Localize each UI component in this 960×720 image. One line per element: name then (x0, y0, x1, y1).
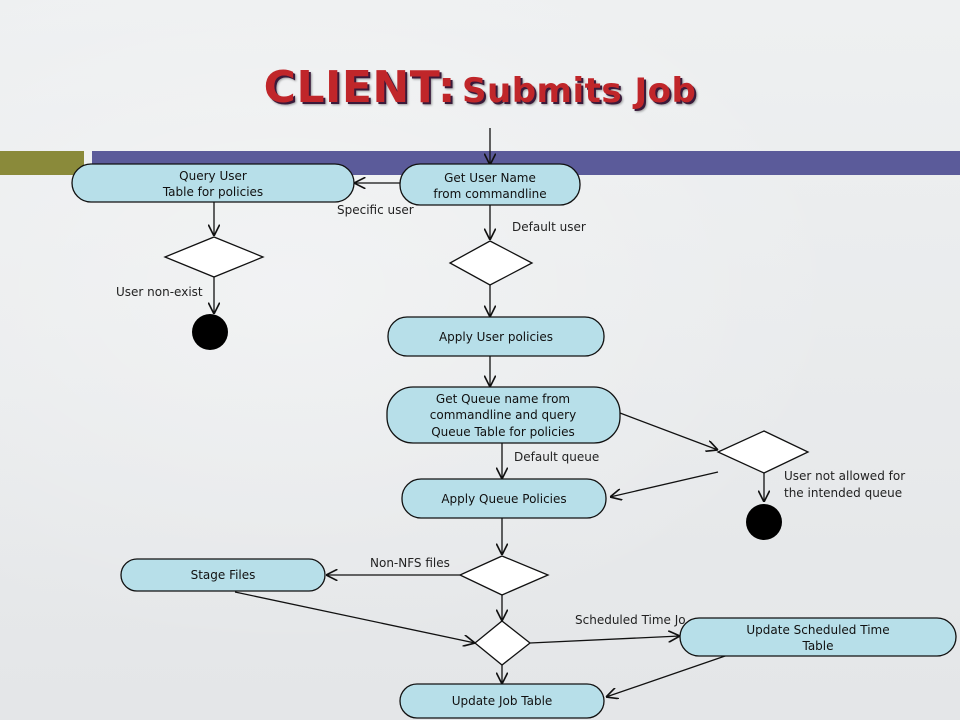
node-update-sched (679, 617, 957, 657)
title-part2: Submits Job (462, 71, 697, 111)
title-part1: CLIENT: (263, 62, 456, 113)
node-get-user-label-2: from commandline (433, 187, 546, 201)
node-update-sched-label-1: Update Scheduled Time (746, 623, 889, 637)
node-update-sched-label-2: Table (801, 639, 833, 653)
edge-label-default-queue: Default queue (514, 450, 599, 464)
node-apply-user-label: Apply User policies (439, 330, 553, 344)
node-query-user-label-1: Query User (179, 169, 247, 183)
edge-update-sched-to-update-job (606, 654, 729, 697)
activities (71, 163, 957, 719)
edge-merge-to-update-sched (529, 636, 680, 644)
edge-decision-to-apply-queue (610, 471, 719, 497)
decisions (163, 236, 810, 666)
node-apply-queue (401, 478, 607, 519)
edge-label-default-user: Default user (512, 220, 586, 234)
edges (214, 128, 764, 697)
node-update-job (399, 683, 605, 719)
decision-nfs-files (458, 555, 550, 596)
end-node-user-nonexist (192, 314, 228, 350)
node-query-user-label-2: Table for policies (162, 185, 263, 199)
edge-label-user-not-allowed-1: User not allowed for (784, 469, 905, 483)
accent-bar-left (0, 151, 84, 175)
node-get-queue (386, 386, 621, 444)
decision-scheduled (473, 620, 532, 666)
node-update-job-label: Update Job Table (452, 694, 553, 708)
node-get-queue-label-3: Queue Table for policies (431, 425, 575, 439)
decision-user-exists (163, 236, 265, 278)
slide-title: CLIENT: Submits Job (0, 62, 960, 113)
node-apply-queue-label: Apply Queue Policies (441, 492, 566, 506)
edge-stage-files-to-merge (234, 591, 475, 643)
node-stage-files (120, 558, 326, 592)
node-apply-user (387, 316, 605, 357)
decision-queue-allowed (716, 430, 810, 474)
node-get-queue-label-2: commandline and query (430, 408, 576, 422)
edge-label-user-nonexist: User non-exist (116, 285, 203, 299)
end-node-queue-not-allowed (746, 504, 782, 540)
node-stage-files-label: Stage Files (191, 568, 256, 582)
node-get-user-label-1: Get User Name (444, 171, 536, 185)
node-get-queue-label-1: Get Queue name from (436, 392, 570, 406)
edge-label-user-not-allowed-2: the intended queue (784, 486, 902, 500)
edge-label-scheduled: Scheduled Time Jo (575, 613, 686, 627)
decision-default-user (448, 240, 534, 286)
edge-get-queue-to-decision (619, 412, 718, 450)
node-query-user (71, 163, 355, 203)
node-get-user (399, 163, 581, 206)
edge-label-non-nfs: Non-NFS files (370, 556, 450, 570)
edge-label-specific-user: Specific user (337, 203, 414, 217)
